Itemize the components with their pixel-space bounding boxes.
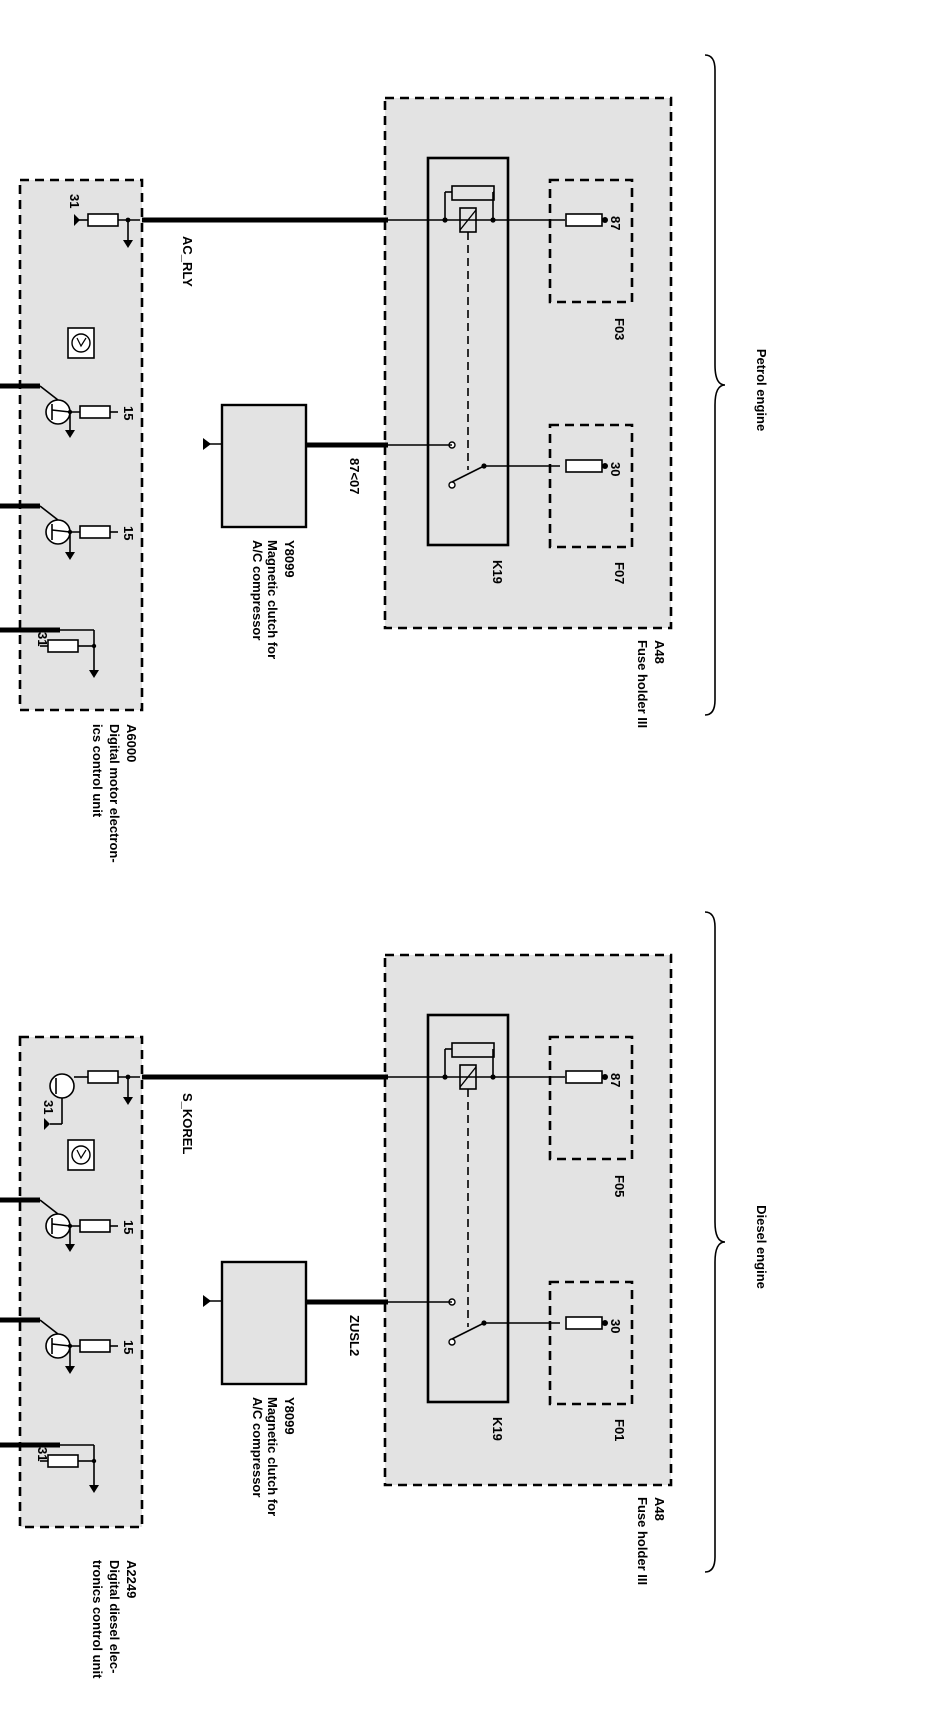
petrol-fuse-holder-name: Fuse holder III [635, 640, 650, 728]
diesel-section-brace [704, 911, 726, 1573]
petrol-section: Petrol engine A48 Fuse holder III K19 [0, 54, 769, 863]
diesel-fuse-holder-name: Fuse holder III [635, 1497, 650, 1585]
diesel-relay-box [426, 1013, 510, 1404]
petrol-fuse-f07-pin: 30 [608, 462, 623, 476]
diesel-clutch-box [220, 1260, 308, 1386]
diesel-section-label: Diesel engine [754, 1205, 769, 1289]
petrol-ecu-transistor-1 [0, 383, 118, 438]
diesel-ecu-pin-bottom: 31 [35, 1447, 50, 1461]
petrol-fuse-f07-label: F07 [612, 562, 627, 584]
petrol-ecu-pin-mid1: 15 [121, 406, 136, 420]
diesel-ecu-pin-top: 31 [41, 1100, 56, 1114]
petrol-fuse-holder-panel [383, 96, 673, 630]
petrol-fuse-f07-box [548, 423, 634, 549]
diesel-ecu-pin-mid1: 15 [121, 1220, 136, 1234]
petrol-ecu-pin-bottom: 31 [35, 632, 50, 646]
petrol-clutch-wire-label: 87<07 [347, 458, 362, 495]
petrol-section-label: Petrol engine [754, 349, 769, 431]
petrol-ecu-transistor-2 [0, 503, 118, 560]
petrol-ecu-id: A6000 [124, 724, 139, 762]
diesel-clutch-wire-label: ZUSL2 [347, 1315, 362, 1356]
petrol-ecu-sensor-icon [67, 327, 95, 359]
petrol-ecu-top-resistor [74, 213, 140, 248]
petrol-relay-label: K19 [490, 560, 505, 584]
diesel-clutch-name1: Magnetic clutch for [265, 1397, 280, 1516]
diesel-ecu-name1: Digital diesel elec- [107, 1560, 122, 1673]
petrol-fuse-f03 [565, 213, 603, 227]
petrol-clutch-box [220, 403, 308, 529]
diesel-fuse-f01-label: F01 [612, 1419, 627, 1441]
diesel-fuse-f05-pin: 87 [608, 1073, 623, 1087]
petrol-fuse-f03-box [548, 178, 634, 304]
diesel-fuse-holder-id: A48 [652, 1497, 667, 1521]
diesel-fuse-f05-label: F05 [612, 1175, 627, 1197]
petrol-ecu-name2: ics control unit [90, 724, 105, 818]
petrol-fuse-f07 [565, 459, 603, 473]
diesel-ecu-id: A2249 [124, 1560, 139, 1598]
diesel-relay-switch [448, 1298, 560, 1346]
diesel-ecu-transistor-1 [0, 1197, 118, 1252]
diesel-fuse-f01-pin: 30 [608, 1319, 623, 1333]
petrol-ecu-panel [18, 178, 144, 712]
diesel-section: Diesel engine A48 Fuse holder III K19 [0, 911, 769, 1679]
petrol-ecu-bottom-resistor [0, 627, 99, 678]
diesel-fuse-f01-box [548, 1280, 634, 1406]
diesel-ecu-pin-mid2: 15 [121, 1340, 136, 1354]
diesel-ecu-transistor-2 [0, 1317, 118, 1374]
diesel-ecu-bottom-resistor [0, 1442, 99, 1493]
petrol-fuse-holder-id: A48 [652, 640, 667, 664]
diesel-clutch-name2: A/C compressor [250, 1397, 265, 1497]
diesel-clutch-id: Y8099 [282, 1397, 297, 1435]
petrol-ecu-pin-mid2: 15 [121, 526, 136, 540]
petrol-clutch-name1: Magnetic clutch for [265, 540, 280, 659]
petrol-control-wire-label: AC_RLY [180, 236, 195, 287]
petrol-relay-box [426, 156, 510, 547]
petrol-relay-switch [448, 441, 560, 489]
diesel-ecu-name2: tronics control unit [90, 1560, 105, 1679]
diesel-fuse-holder-panel [383, 953, 673, 1487]
petrol-clutch-id: Y8099 [282, 540, 297, 578]
diesel-fuse-f05-box [548, 1035, 634, 1161]
petrol-fuse-f03-label: F03 [612, 318, 627, 340]
diesel-fuse-f01 [565, 1316, 603, 1330]
petrol-fuse-f03-pin: 87 [608, 216, 623, 230]
diesel-fuse-f05 [565, 1070, 603, 1084]
petrol-section-brace [704, 54, 726, 716]
petrol-clutch-name2: A/C compressor [250, 540, 265, 640]
petrol-ecu-name1: Digital motor electron- [107, 724, 122, 863]
diesel-ecu-top-transistor [44, 1070, 140, 1130]
diesel-relay-label: K19 [490, 1417, 505, 1441]
diesel-ecu-sensor-icon [67, 1139, 95, 1171]
petrol-ecu-pin-top: 31 [67, 194, 82, 208]
diesel-control-wire-label: S_KOREL [180, 1093, 195, 1154]
